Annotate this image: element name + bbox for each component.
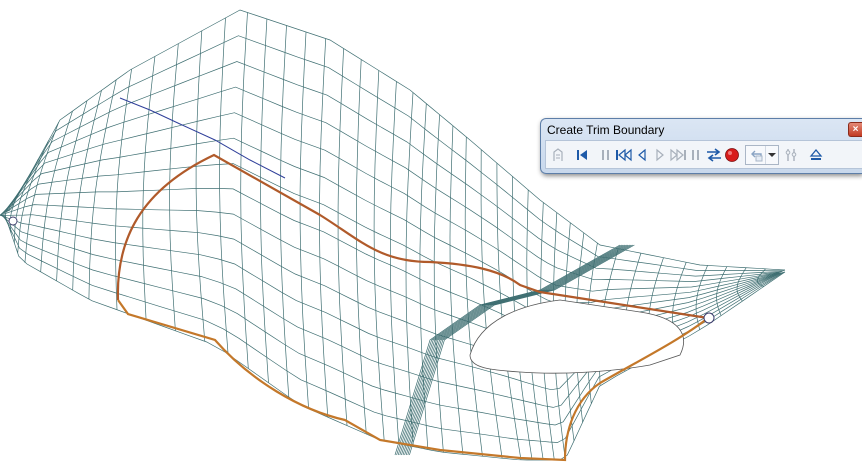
pause-icon <box>602 149 609 160</box>
options-icon <box>785 148 797 161</box>
step-forward-icon <box>656 148 664 161</box>
eject-button[interactable] <box>807 144 825 166</box>
select-entity-icon <box>553 147 563 161</box>
mesh-seam-line <box>394 244 621 456</box>
chevron-down-icon[interactable] <box>765 145 778 164</box>
mesh-line-u <box>14 158 39 244</box>
mesh-line-u <box>88 79 117 300</box>
step-forward-all-icon <box>670 148 686 161</box>
mesh-line-u <box>40 110 73 272</box>
toolbar-buttons <box>545 140 862 169</box>
mesh-line-u <box>24 122 59 263</box>
mesh-seam-line <box>405 244 632 456</box>
step-back-button[interactable] <box>633 144 651 166</box>
pause-icon <box>692 149 699 160</box>
mesh-line-u <box>390 81 400 444</box>
record-icon <box>725 147 739 162</box>
mesh-line-v <box>9 9 786 271</box>
eject-icon <box>809 148 823 160</box>
mesh-seam-line <box>397 244 624 456</box>
step-forward-all-button[interactable] <box>669 144 687 166</box>
mesh-seam-line <box>407 244 633 456</box>
trim-endpoint-handle[interactable] <box>703 312 715 324</box>
surface-mesh <box>0 9 786 461</box>
mesh-seam-line <box>404 244 630 456</box>
mesh-line-v <box>7 35 784 272</box>
mesh-seam-line <box>402 244 629 456</box>
mesh-line-u <box>195 30 206 342</box>
go-to-start-button[interactable] <box>573 144 591 166</box>
swap-direction-button[interactable] <box>705 144 723 166</box>
mesh-seam-line <box>399 244 625 456</box>
mesh-line-u <box>219 17 229 355</box>
close-icon[interactable]: × <box>848 122 862 137</box>
mesh-seam-line <box>401 244 627 456</box>
surface-edge-point[interactable] <box>8 216 18 226</box>
mesh-line-u <box>169 43 179 331</box>
mesh-line-u <box>240 12 249 369</box>
mesh-line-v <box>4 86 781 282</box>
mesh-line-u <box>337 48 348 426</box>
step-forward-button[interactable] <box>651 144 669 166</box>
step-back-all-icon <box>616 148 632 161</box>
swap-direction-icon <box>707 147 721 162</box>
mesh-line-v <box>1 137 779 304</box>
step-back-all-button[interactable] <box>615 144 633 166</box>
step-back-icon <box>638 148 646 161</box>
mesh-line-v <box>5 61 782 277</box>
go-to-start-icon <box>577 149 587 160</box>
mesh-line-v <box>0 188 778 338</box>
toolbar-title: Create Trim Boundary <box>547 123 665 137</box>
mesh-line-v <box>2 112 780 292</box>
mesh-highlight-curve <box>119 97 286 179</box>
mesh-seam-line <box>409 244 635 456</box>
mesh-line-v <box>0 163 779 321</box>
record-button[interactable] <box>723 144 741 166</box>
undo-dropdown-icon <box>746 148 765 162</box>
create-trim-boundary-toolbar[interactable]: Create Trim Boundary × <box>540 118 862 174</box>
trim-boundary-upper[interactable] <box>116 153 709 320</box>
mesh-line-u <box>319 38 329 418</box>
trim-boundary-lower[interactable] <box>117 299 709 462</box>
mesh-seam-line <box>396 244 622 456</box>
pause-button-2[interactable] <box>687 144 705 166</box>
undo-dropdown[interactable] <box>745 144 779 165</box>
mesh-line-u <box>72 90 102 291</box>
mesh-line-u <box>449 125 464 455</box>
surface-cutout <box>469 299 684 374</box>
pause-button-1[interactable] <box>597 144 615 166</box>
select-entity-button[interactable] <box>549 144 567 166</box>
options-button[interactable] <box>783 144 801 166</box>
